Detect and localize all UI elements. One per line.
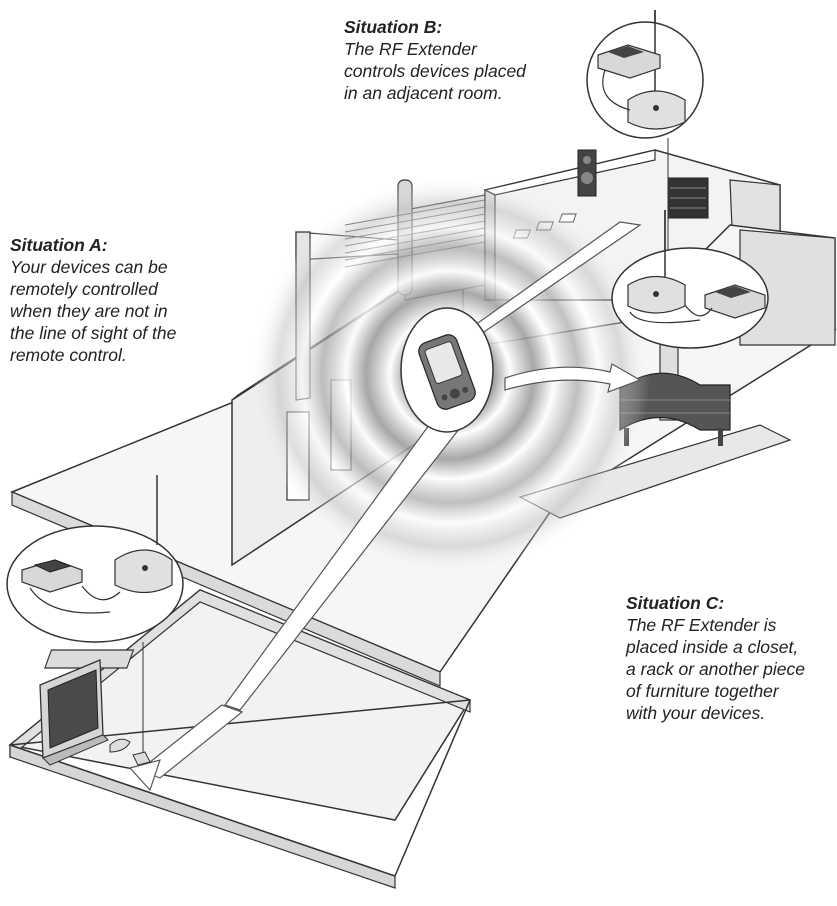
caption-b-title: Situation B:: [344, 17, 443, 37]
caption-b-line: in an adjacent room.: [344, 83, 503, 103]
caption-c-line: The RF Extender is: [626, 615, 777, 635]
caption-c-line: placed inside a closet,: [626, 637, 799, 657]
extender-callout-c: [611, 210, 769, 349]
extender-callout-b: [586, 10, 704, 300]
extender-callout-a: [6, 475, 184, 762]
caption-b-line: controls devices placed: [344, 61, 526, 81]
caption-situation-c: Situation C: The RF Extender is placed i…: [626, 592, 836, 724]
caption-c-line: with your devices.: [626, 703, 766, 723]
caption-c-line: of furniture together: [626, 681, 779, 701]
caption-a-line: Your devices can be: [10, 257, 168, 277]
caption-situation-a: Situation A: Your devices can be remotel…: [10, 234, 230, 366]
caption-a-line: the line of sight of the: [10, 323, 177, 343]
caption-a-line: remote control.: [10, 345, 127, 365]
caption-c-line: a rack or another piece: [626, 659, 805, 679]
caption-a-line: when they are not in: [10, 301, 168, 321]
signal-beams: [128, 221, 642, 792]
caption-a-line: remotely controlled: [10, 279, 158, 299]
remote-control-callout: [400, 307, 494, 433]
caption-c-title: Situation C:: [626, 593, 725, 613]
caption-b-line: The RF Extender: [344, 39, 477, 59]
television: [39, 659, 151, 766]
caption-situation-b: Situation B: The RF Extender controls de…: [344, 16, 574, 104]
caption-a-title: Situation A:: [10, 235, 108, 255]
